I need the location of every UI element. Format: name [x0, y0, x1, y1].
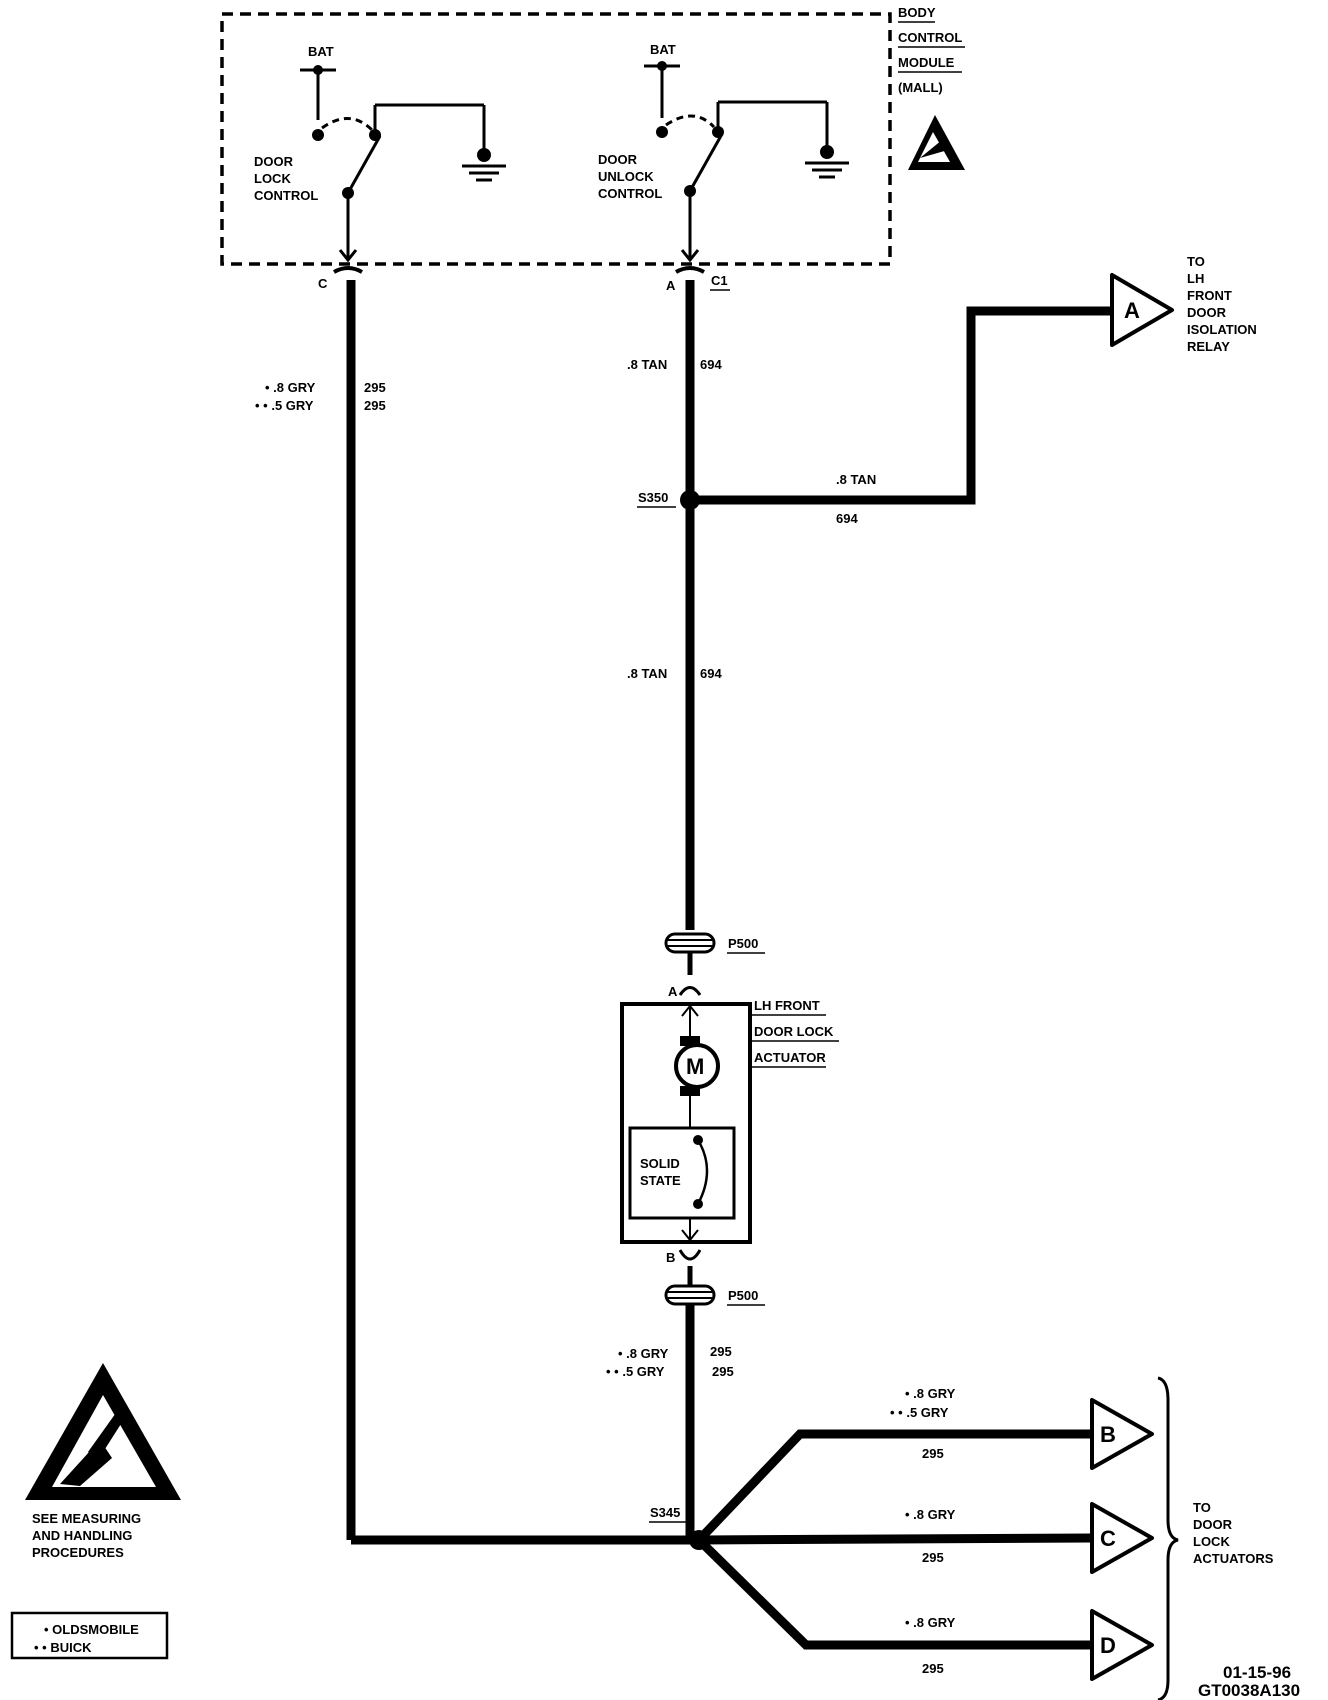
- left-wire-gauge-2: • • .5 GRY: [255, 398, 314, 413]
- lower-wire-gauge-1: • .8 GRY: [618, 1346, 669, 1361]
- pin-c-label: C: [318, 276, 328, 291]
- lower-wire-circuit-1: 295: [710, 1344, 732, 1359]
- actuator-pin-b-label: B: [666, 1250, 675, 1265]
- esd-note-line-3: PROCEDURES: [32, 1545, 124, 1560]
- d-wire-circuit: 295: [922, 1661, 944, 1676]
- door-lock-control-switch: BAT DOOR LOCK CONTROL: [254, 44, 506, 258]
- wire-to-d: • .8 GRY 295: [695, 1536, 1092, 1676]
- actuator-title-line-2: DOOR LOCK: [754, 1024, 834, 1039]
- bcd-label-2: DOOR: [1193, 1517, 1233, 1532]
- esd-warning-large: SEE MEASURING AND HANDLING PROCEDURES: [25, 1363, 181, 1560]
- wire-694: .8 TAN 694 .8 TAN 694: [627, 280, 722, 930]
- legend-oldsmobile: • OLDSMOBILE: [44, 1622, 139, 1637]
- offpage-connector-a: A TO LH FRONT DOOR ISOLATION RELAY: [1110, 254, 1257, 354]
- left-wire-circuit-1: 295: [364, 380, 386, 395]
- bcd-label-4: ACTUATORS: [1193, 1551, 1274, 1566]
- pin-a-label: A: [666, 278, 676, 293]
- offpage-c-letter: C: [1100, 1526, 1116, 1551]
- c-wire-gauge: • .8 GRY: [905, 1507, 956, 1522]
- wire-to-b: • .8 GRY • • .5 GRY 295: [695, 1386, 1092, 1544]
- esd-warning-icon: [908, 115, 965, 170]
- bcm-dashed-border: [220, 12, 892, 266]
- offpage-connector-c: C: [1090, 1502, 1154, 1574]
- door-unlock-control-switch: BAT DOOR UNLOCK CONTROL: [598, 42, 849, 258]
- s350-label: S350: [638, 490, 668, 505]
- b-wire-gauge-1: • .8 GRY: [905, 1386, 956, 1401]
- c-wire-circuit: 295: [922, 1550, 944, 1565]
- door-lock-actuators-brace: TO DOOR LOCK ACTUATORS: [1157, 1376, 1274, 1700]
- offpage-a-label-4: DOOR: [1187, 305, 1227, 320]
- b-wire-gauge-2: • • .5 GRY: [890, 1405, 949, 1420]
- wire-694-branch: .8 TAN 694: [690, 306, 1110, 526]
- left-wire-circuit-2: 295: [364, 398, 386, 413]
- c1-connector-label: C1: [711, 273, 728, 288]
- unlock-control-line-3: CONTROL: [598, 186, 662, 201]
- unlock-control-line-2: UNLOCK: [598, 169, 654, 184]
- bat-label-right: BAT: [650, 42, 676, 57]
- wire-to-c: • .8 GRY 295: [698, 1507, 1093, 1565]
- offpage-a-label-3: FRONT: [1187, 288, 1232, 303]
- actuator-title-line-3: ACTUATOR: [754, 1050, 826, 1065]
- lock-control-line-2: LOCK: [254, 171, 291, 186]
- wire-295-lower: • .8 GRY • • .5 GRY 295 295: [606, 1304, 734, 1540]
- wire-295-left: • .8 GRY • • .5 GRY 295 295: [255, 280, 699, 1545]
- bcm-title-line-1: BODY: [898, 5, 936, 20]
- tan-wire-circuit-mid: 694: [700, 666, 722, 681]
- bcd-label-1: TO: [1193, 1500, 1211, 1515]
- bcm-terminal-a: A C1: [666, 249, 730, 293]
- s345-label: S345: [650, 1505, 680, 1520]
- tan-wire-circuit-top: 694: [700, 357, 722, 372]
- solid-state-line-1: SOLID: [640, 1156, 680, 1171]
- p500-bottom-label: P500: [728, 1288, 758, 1303]
- p500-connector-bottom: B P500: [664, 1249, 765, 1306]
- p500-top-label: P500: [728, 936, 758, 951]
- d-wire-gauge: • .8 GRY: [905, 1615, 956, 1630]
- left-wire-gauge-1: • .8 GRY: [265, 380, 316, 395]
- b-wire-circuit: 295: [922, 1446, 944, 1461]
- stamp-code: GT0038A130: [1198, 1681, 1300, 1700]
- esd-note-line-1: SEE MEASURING: [32, 1511, 141, 1526]
- bcm-title-line-4: (MALL): [898, 80, 943, 95]
- esd-note-line-2: AND HANDLING: [32, 1528, 132, 1543]
- offpage-d-letter: D: [1100, 1633, 1116, 1658]
- motor-label: M: [686, 1054, 704, 1079]
- bcd-label-3: LOCK: [1193, 1534, 1230, 1549]
- offpage-a-label-5: ISOLATION: [1187, 322, 1257, 337]
- offpage-connector-b: B: [1090, 1398, 1154, 1470]
- bat-label-left: BAT: [308, 44, 334, 59]
- lower-wire-circuit-2: 295: [712, 1364, 734, 1379]
- lh-front-door-lock-actuator: M SOLID STATE LH FRONT DOOR LOCK ACTUATO…: [620, 998, 839, 1244]
- offpage-a-label-6: RELAY: [1187, 339, 1230, 354]
- offpage-connector-d: D: [1090, 1609, 1154, 1681]
- unlock-control-line-1: DOOR: [598, 152, 638, 167]
- body-control-module: BODY CONTROL MODULE (MALL) BAT: [220, 5, 965, 293]
- lower-wire-gauge-2: • • .5 GRY: [606, 1364, 665, 1379]
- actuator-pin-a-label: A: [668, 984, 678, 999]
- legend: • OLDSMOBILE • • BUICK: [10, 1611, 169, 1660]
- branch-wire-circuit: 694: [836, 511, 858, 526]
- bcm-terminal-c: C: [318, 249, 363, 291]
- bcm-title-line-3: MODULE: [898, 55, 955, 70]
- offpage-b-letter: B: [1100, 1422, 1116, 1447]
- p500-connector-top: P500 A: [664, 932, 765, 999]
- actuator-title-line-1: LH FRONT: [754, 998, 820, 1013]
- legend-buick: • • BUICK: [34, 1640, 92, 1655]
- tan-wire-gauge-mid: .8 TAN: [627, 666, 667, 681]
- offpage-a-label-2: LH: [1187, 271, 1204, 286]
- lock-control-line-3: CONTROL: [254, 188, 318, 203]
- drawing-stamp: 01-15-96 GT0038A130: [1198, 1663, 1300, 1700]
- branch-wire-gauge: .8 TAN: [836, 472, 876, 487]
- offpage-a-label-1: TO: [1187, 254, 1205, 269]
- bcm-title-line-2: CONTROL: [898, 30, 962, 45]
- tan-wire-gauge-top: .8 TAN: [627, 357, 667, 372]
- solid-state-line-2: STATE: [640, 1173, 681, 1188]
- stamp-date: 01-15-96: [1223, 1663, 1291, 1682]
- offpage-a-letter: A: [1124, 298, 1140, 323]
- lock-control-line-1: DOOR: [254, 154, 294, 169]
